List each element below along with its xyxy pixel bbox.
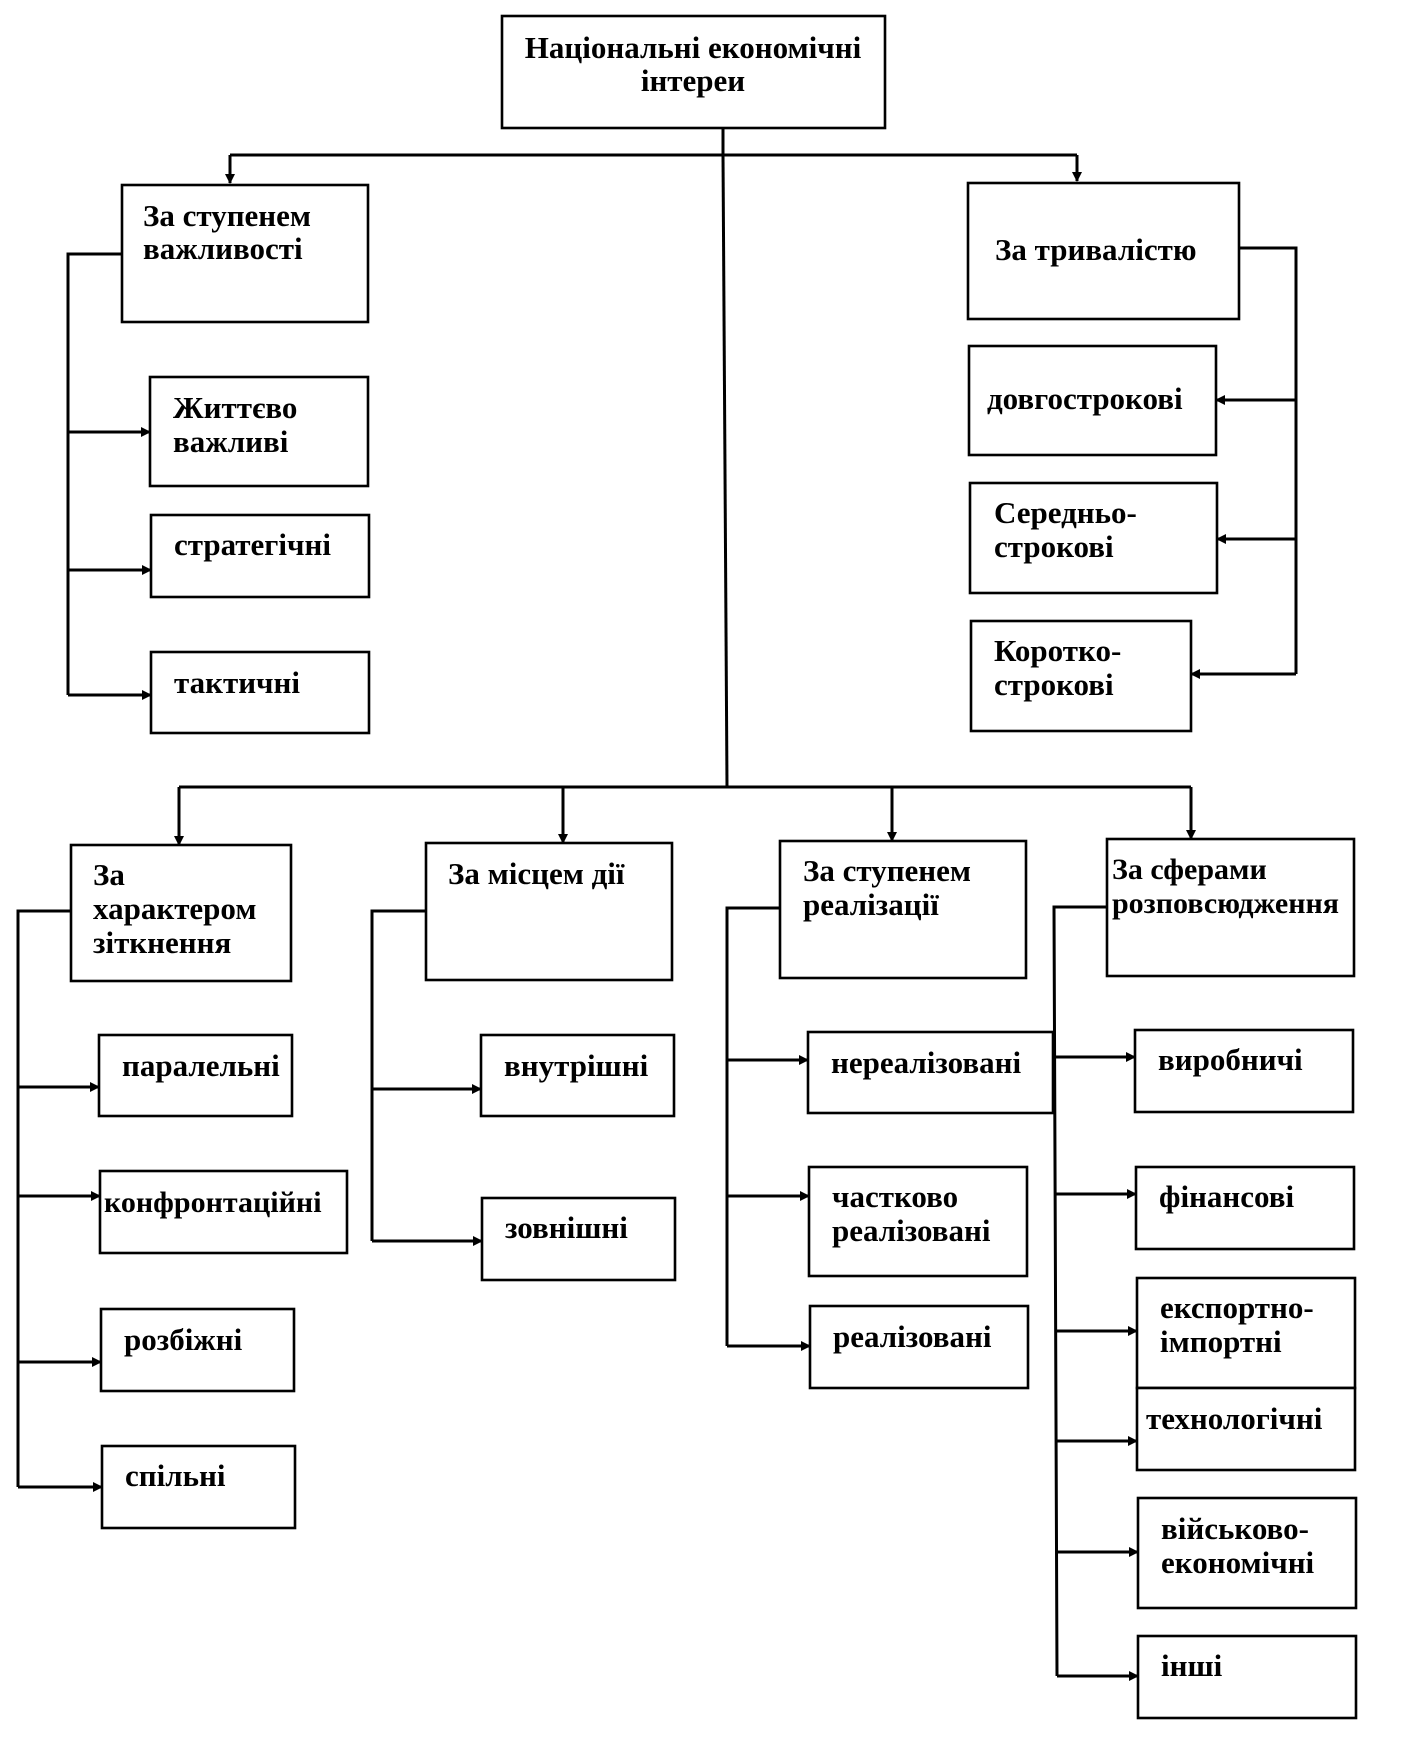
realization-item-label: реалізовані bbox=[833, 1319, 992, 1354]
realization-item-partial: частково реалізовані bbox=[807, 1165, 1029, 1278]
spheres-item-line1: експортно- bbox=[1160, 1290, 1314, 1325]
importance-item-line1: Життєво bbox=[173, 390, 297, 425]
conflict-item-common: спільні bbox=[100, 1444, 297, 1530]
spheres-item-technological: технологічні bbox=[1135, 1386, 1357, 1472]
spheres-item-label: фінансові bbox=[1159, 1179, 1295, 1214]
category-duration: За тривалістю bbox=[966, 181, 1298, 679]
location-item-external: зовнішні bbox=[480, 1196, 677, 1282]
importance-title-line1: За ступенем bbox=[143, 198, 311, 233]
duration-item-line1: Коротко- bbox=[994, 633, 1121, 668]
conflict-item-parallel: паралельні bbox=[97, 1033, 294, 1118]
root-label-line2: інтереи bbox=[641, 63, 745, 98]
spheres-item-label: технологічні bbox=[1146, 1401, 1323, 1436]
duration-item-mid-term: Середньо- строкові bbox=[968, 481, 1219, 595]
importance-item-strategic: стратегічні bbox=[149, 513, 371, 599]
location-item-label: зовнішні bbox=[505, 1210, 628, 1245]
spheres-item-other: інші bbox=[1136, 1634, 1358, 1720]
root-connectors bbox=[174, 128, 1196, 846]
category-location: За місцем дії bbox=[370, 841, 674, 1246]
spheres-item-export-import: експортно- імпортні bbox=[1135, 1276, 1357, 1390]
spheres-title-line2: розповсюдження bbox=[1112, 887, 1339, 920]
duration-item-long-term: довгострокові bbox=[967, 344, 1218, 457]
conflict-item-label: спільні bbox=[125, 1458, 226, 1493]
root-label-line1: Національні економічні bbox=[525, 30, 862, 65]
importance-title-line2: важливості bbox=[143, 231, 303, 266]
conflict-item-label: розбіжні bbox=[124, 1322, 243, 1357]
conflict-item-divergent: розбіжні bbox=[99, 1307, 296, 1393]
duration-item-line2: строкові bbox=[994, 529, 1114, 564]
importance-item-line2: важливі bbox=[173, 424, 289, 459]
category-spheres: За сферами розповсюдження bbox=[1052, 837, 1356, 1681]
spheres-item-line2: імпортні bbox=[1160, 1324, 1282, 1359]
importance-item-label: тактичні bbox=[174, 665, 300, 700]
root-node: Національні економічні інтереи bbox=[500, 14, 887, 130]
spheres-item-line2: економічні bbox=[1161, 1545, 1315, 1580]
importance-item-label: стратегічні bbox=[174, 527, 331, 562]
conflict-item-label: паралельні bbox=[122, 1048, 280, 1083]
duration-item-line1: Середньо- bbox=[994, 495, 1137, 530]
spheres-item-military-economic: військово- економічні bbox=[1136, 1496, 1358, 1610]
realization-title-line2: реалізації bbox=[803, 887, 939, 922]
duration-item-short-term: Коротко- строкові bbox=[969, 619, 1193, 733]
conflict-title-line1: За bbox=[93, 857, 125, 892]
duration-item-line2: строкові bbox=[994, 667, 1114, 702]
conflict-title-line2: характером bbox=[93, 891, 256, 926]
duration-item-label: довгострокові bbox=[987, 381, 1183, 416]
duration-title-line1: За тривалістю bbox=[995, 232, 1197, 267]
realization-title-line1: За ступенем bbox=[803, 853, 971, 888]
realization-item-line1: частково bbox=[832, 1179, 958, 1214]
conflict-title-line3: зіткнення bbox=[93, 925, 231, 960]
category-conflict: За характером зіткнення bbox=[16, 843, 293, 1492]
realization-item-line2: реалізовані bbox=[832, 1213, 991, 1248]
realization-item-unrealized: нереалізовані bbox=[806, 1030, 1055, 1115]
spheres-item-label: виробничі bbox=[1158, 1042, 1303, 1077]
importance-item-vital: Життєво важливі bbox=[148, 375, 370, 488]
realization-item-label: нереалізовані bbox=[831, 1045, 1022, 1080]
conflict-item-label: конфронтаційні bbox=[104, 1186, 322, 1219]
spheres-title-line1: За сферами bbox=[1112, 853, 1267, 886]
location-item-label: внутрішні bbox=[504, 1048, 649, 1083]
conflict-item-confrontational: конфронтаційні bbox=[98, 1169, 349, 1255]
location-item-internal: внутрішні bbox=[479, 1033, 676, 1118]
realization-item-realized: реалізовані bbox=[808, 1304, 1030, 1390]
location-title-line1: За місцем дії bbox=[448, 856, 625, 891]
category-importance: За ступенем важливості bbox=[66, 183, 370, 700]
spheres-item-production: виробничі bbox=[1133, 1028, 1355, 1114]
spheres-item-label: інші bbox=[1161, 1648, 1223, 1683]
spheres-item-financial: фінансові bbox=[1134, 1165, 1356, 1251]
category-realization: За ступенем реалізації bbox=[725, 839, 1028, 1351]
importance-item-tactical: тактичні bbox=[149, 650, 371, 735]
spheres-item-line1: військово- bbox=[1161, 1511, 1309, 1546]
